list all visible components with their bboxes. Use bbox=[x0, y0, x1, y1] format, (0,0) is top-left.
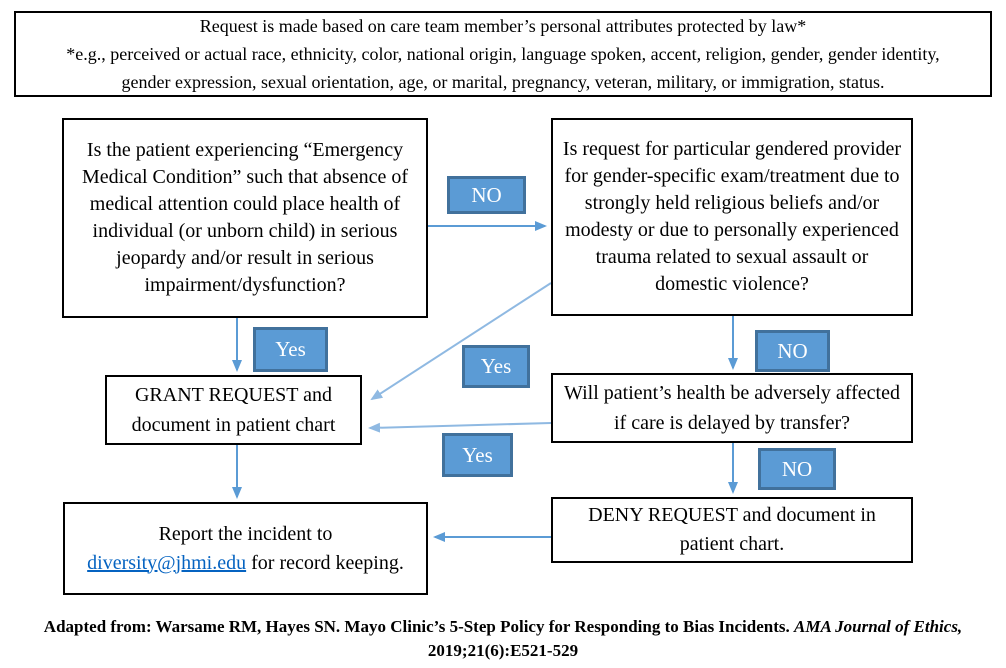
label-yes-emergency-to-grant: Yes bbox=[253, 327, 328, 372]
citation-text: Adapted from: Warsame RM, Hayes SN. Mayo… bbox=[43, 617, 795, 636]
citation-line-1: Adapted from: Warsame RM, Hayes SN. Mayo… bbox=[0, 615, 1006, 639]
citation-journal-name: AMA Journal of Ethics, bbox=[794, 617, 963, 636]
banner-line-1: Request is made based on care team membe… bbox=[199, 16, 807, 36]
label-yes-gendered-to-grant: Yes bbox=[462, 345, 530, 388]
diversity-email-link[interactable]: diversity@jhmi.edu bbox=[87, 551, 247, 574]
banner-line-3: gender expression, sexual orientation, a… bbox=[121, 72, 885, 92]
report-text-after: for record keeping. bbox=[246, 551, 404, 574]
citation: Adapted from: Warsame RM, Hayes SN. Mayo… bbox=[0, 615, 1006, 663]
node-delay-question-text: Will patient’s health be adversely affec… bbox=[564, 382, 900, 434]
label-no-delay-to-deny: NO bbox=[758, 448, 836, 490]
arrow-yes-gendered-to-grant bbox=[370, 282, 552, 401]
label-yes-delay-to-grant: Yes bbox=[442, 433, 513, 477]
node-delay-question: Will patient’s health be adversely affec… bbox=[551, 373, 913, 443]
label-no-emergency-to-gendered: NO bbox=[447, 176, 526, 214]
node-gendered-request-question: Is request for particular gendered provi… bbox=[551, 118, 913, 316]
node-report-incident-text: Report the incident to diversity@jhmi.ed… bbox=[83, 520, 408, 578]
label-no-gendered-to-delay: NO bbox=[755, 330, 830, 372]
banner-box: Request is made based on care team membe… bbox=[14, 11, 992, 97]
arrow-yes-delay-to-grant bbox=[368, 422, 552, 433]
node-emergency-question: Is the patient experiencing “Emergency M… bbox=[62, 118, 428, 318]
node-grant-request-text: GRANT REQUEST and document in patient ch… bbox=[131, 384, 336, 436]
node-deny-request: DENY REQUEST and document in patient cha… bbox=[551, 497, 913, 563]
banner-line-2: *e.g., perceived or actual race, ethnici… bbox=[66, 44, 940, 64]
node-deny-request-text: DENY REQUEST and document in patient cha… bbox=[588, 504, 876, 555]
node-grant-request: GRANT REQUEST and document in patient ch… bbox=[105, 375, 362, 445]
node-emergency-question-text: Is the patient experiencing “Emergency M… bbox=[81, 139, 408, 296]
node-report-incident: Report the incident to diversity@jhmi.ed… bbox=[63, 502, 428, 595]
node-gendered-request-question-text: Is request for particular gendered provi… bbox=[562, 138, 902, 295]
report-text-before: Report the incident to bbox=[158, 522, 333, 545]
citation-line-2: 2019;21(6):E521-529 bbox=[427, 641, 579, 660]
